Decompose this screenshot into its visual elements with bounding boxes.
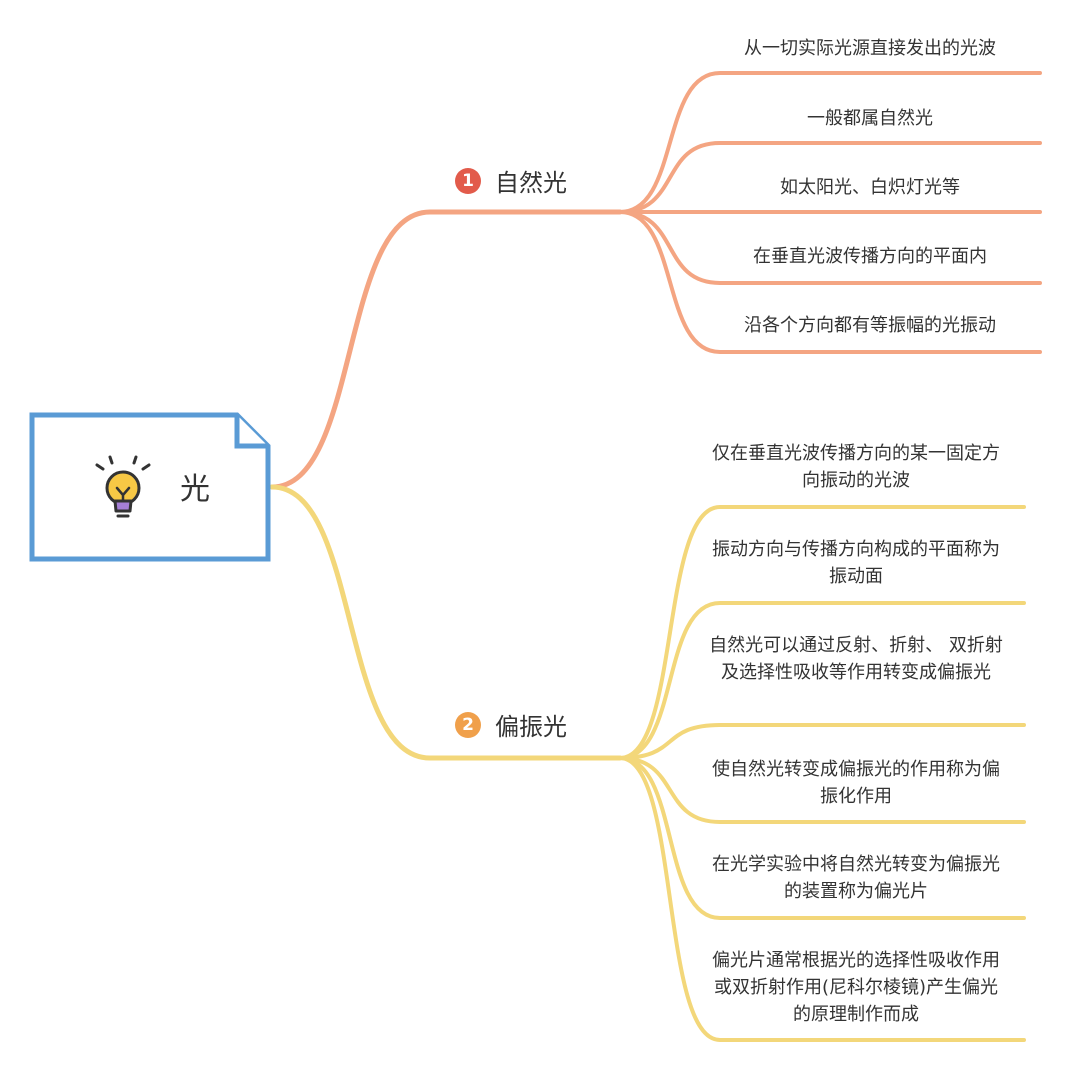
leaf-connector: [618, 723, 1026, 760]
branch-label: 自然光: [495, 169, 567, 197]
leaf-connector: [618, 756, 1026, 920]
lightbulb-icon: [95, 455, 151, 518]
branch-natural-light[interactable]: 1 自然光: [455, 163, 567, 198]
number-badge: 1: [455, 167, 481, 194]
leaf-node[interactable]: 如太阳光、白炽灯光等: [780, 177, 960, 198]
leaf-node[interactable]: 振动方向与传播方向构成的平面称为振动面: [712, 539, 1000, 587]
root-node[interactable]: [29, 412, 271, 562]
leaf-connector: [618, 210, 1042, 285]
leaf-node[interactable]: 使自然光转变成偏振光的作用称为偏振化作用: [712, 759, 1000, 807]
leaf-node[interactable]: 沿各个方向都有等振幅的光振动: [744, 315, 996, 336]
leaf-connector: [618, 505, 1026, 760]
leaf-node[interactable]: 一般都属自然光: [807, 108, 933, 129]
branch-polarized-light[interactable]: 2 偏振光: [455, 707, 567, 742]
polarized-light-leaf-connectors: [618, 505, 1026, 1042]
natural-light-leaf-connectors: [618, 71, 1042, 354]
leaf-node[interactable]: 在垂直光波传播方向的平面内: [753, 246, 987, 267]
leaf-connector: [618, 141, 1042, 214]
root-to-polarized-light-connector: [269, 484, 623, 761]
leaf-node[interactable]: 仅在垂直光波传播方向的某一固定方向振动的光波: [712, 443, 1000, 491]
number-badge: 2: [455, 711, 481, 738]
leaf-connector: [618, 71, 1042, 214]
root-to-natural-light-connector: [269, 209, 623, 490]
leaf-connector: [618, 756, 1026, 1042]
leaf-node[interactable]: 偏光片通常根据光的选择性吸收作用或双折射作用(尼科尔棱镜)产生偏光的原理制作而成: [712, 950, 1000, 1025]
leaf-connector: [618, 210, 1042, 354]
root-label: 光: [180, 472, 210, 507]
leaf-node[interactable]: 在光学实验中将自然光转变为偏振光的装置称为偏光片: [712, 854, 1000, 902]
leaf-connector: [618, 601, 1026, 760]
leaf-connector: [618, 756, 1026, 824]
leaf-node[interactable]: 从一切实际光源直接发出的光波: [744, 38, 996, 59]
leaf-node[interactable]: 自然光可以通过反射、折射、 双折射及选择性吸收等作用转变成偏振光: [709, 635, 1003, 683]
branch-label: 偏振光: [495, 713, 567, 741]
